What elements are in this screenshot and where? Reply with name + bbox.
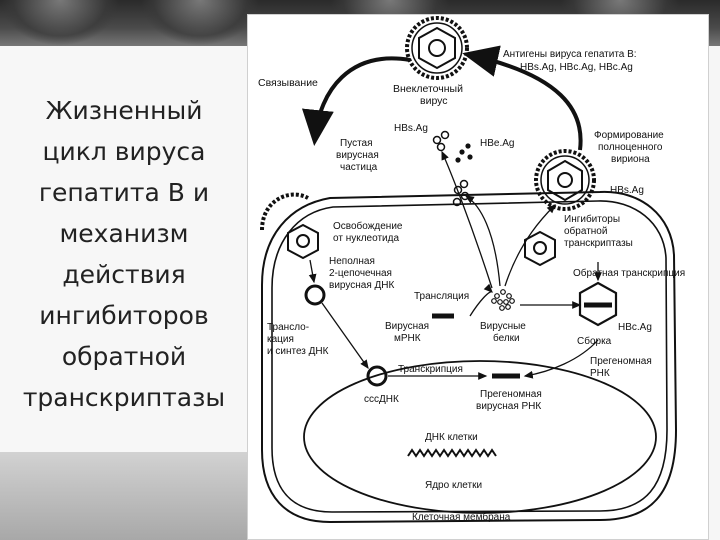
label-hbcag: HBc.Ag <box>618 322 652 333</box>
label-pregenomic-rna: Прегеномная <box>590 356 652 367</box>
label-nucleus: Ядро клетки <box>425 480 482 491</box>
nucleus-outline <box>303 360 657 514</box>
cell-dna-strand <box>407 448 497 458</box>
viral-proteins <box>491 289 515 311</box>
label-empty-particle: Пустая <box>340 138 373 149</box>
label-incomplete-dna: вирусная ДНК <box>329 280 395 291</box>
label-cccdna: cccДНК <box>364 394 399 405</box>
label-translocation: Трансло- <box>267 322 309 333</box>
decorative-wheel <box>140 0 260 46</box>
label-viral-mrna: Вирусная <box>385 321 429 332</box>
pathway-arrows <box>308 150 602 380</box>
label-inhibitors: обратной <box>564 225 607 237</box>
binding-arrow <box>302 56 411 146</box>
label-viral-mrna: мРНК <box>394 333 421 344</box>
label-incomplete-dna: Неполная <box>329 256 375 267</box>
label-cell-dna: ДНК клетки <box>425 432 478 443</box>
label-viral-proteins: белки <box>493 332 520 344</box>
label-forming: Формирование <box>594 130 664 141</box>
label-translocation: кация <box>267 334 294 345</box>
label-antigens: Антигены вируса гепатита В: <box>503 49 637 60</box>
label-translocation: и синтез ДНК <box>267 346 329 357</box>
incomplete-dna-circle <box>304 284 326 306</box>
label-inhibitors: Ингибиторы <box>564 213 620 225</box>
cell-membrane <box>261 190 678 524</box>
assembly-capsid <box>578 281 618 327</box>
label-pregenomic-viral-rna: Прегеномная <box>480 389 542 400</box>
label-extracellular: Внеклеточный <box>393 83 463 95</box>
label-incomplete-dna: 2-цепочечная <box>329 268 392 279</box>
decorative-wheel <box>0 0 120 46</box>
label-forming: полноценного <box>598 142 663 153</box>
label-empty-particle: вирусная <box>336 150 379 161</box>
label-hbsag: HBs.Ag <box>394 123 428 134</box>
hbsag-particles <box>432 130 470 207</box>
slide-title: Жизненный цикл вируса гепатита В и механ… <box>22 96 226 412</box>
label-hbeag: HBe.Ag <box>480 138 514 149</box>
label-reverse-transcription: Обратная транскрипция <box>573 267 685 279</box>
capsid-core <box>524 230 556 267</box>
label-empty-particle: частица <box>340 162 378 173</box>
hbeag-dots <box>455 143 473 163</box>
label-assembly: Сборка <box>577 335 612 347</box>
label-pregenomic-viral-rna: вирусная РНК <box>476 401 541 412</box>
label-antigens: HBs.Ag, HBc.Ag, HBc.Ag <box>520 62 633 73</box>
label-forming: вириона <box>611 154 650 165</box>
release-arrow <box>462 45 583 151</box>
label-binding: Связывание <box>258 77 318 89</box>
label-translation: Трансляция <box>414 291 469 302</box>
label-extracellular: вирус <box>420 95 448 107</box>
label-hbsag-right: HBs.Ag <box>610 185 644 196</box>
label-release: Освобождение <box>333 220 403 232</box>
extracellular-virus <box>405 16 469 80</box>
cccdna-circle <box>366 365 388 387</box>
slide-bottom-band <box>0 452 248 540</box>
label-transcription: Транскрипция <box>398 364 463 375</box>
label-viral-proteins: Вирусные <box>480 321 526 332</box>
label-inhibitors: транскриптазы <box>564 238 633 249</box>
slide-title-panel <box>0 46 248 452</box>
label-membrane: Клеточная мембрана <box>412 511 511 523</box>
label-release: от нуклеотида <box>333 233 399 244</box>
binding-virion <box>260 192 319 260</box>
label-pregenomic-rna: РНК <box>590 368 610 379</box>
forming-virion <box>534 149 596 211</box>
